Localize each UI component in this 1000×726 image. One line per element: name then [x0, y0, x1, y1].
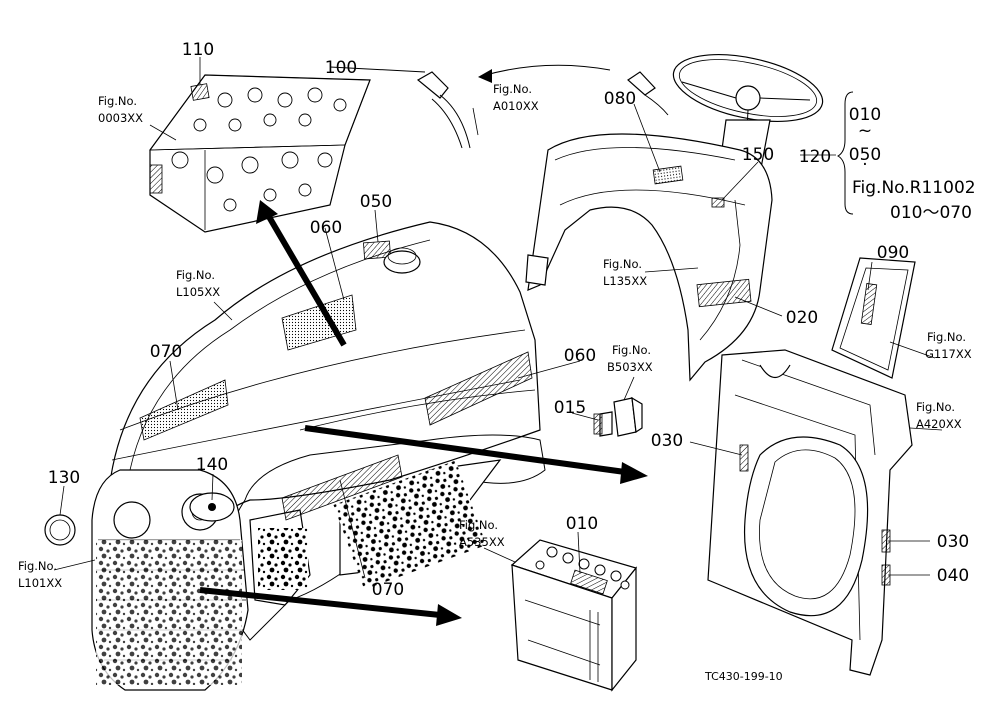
figref-0003-label: Fig.No.: [98, 94, 137, 108]
side-plate-part: [831, 257, 916, 379]
label-sticker-015: [593, 413, 603, 435]
figref-a010-label: Fig.No.: [493, 82, 532, 96]
reference-arrow-a535: [199, 587, 441, 618]
label-sticker-090: [860, 283, 878, 325]
figref-a420-label: Fig.No.: [916, 400, 955, 414]
callout-040: 040: [937, 566, 969, 586]
leader-lines: [53, 57, 943, 579]
callout-060-side: 060: [564, 346, 596, 366]
callout-090: 090: [877, 243, 909, 263]
callout-130: 130: [48, 468, 80, 488]
label-sticker-150: [711, 197, 725, 208]
radiator-frame-part: [707, 349, 913, 676]
figref-0003-code: 0003XX: [98, 111, 143, 125]
figref-l135-code: L135XX: [603, 274, 647, 288]
callout-150: 150: [742, 145, 774, 165]
figref-g117-label: Fig.No.: [927, 330, 966, 344]
reference-arrow-a010: [481, 64, 611, 77]
bracket-tilde: ~: [858, 121, 872, 141]
label-sticker-050: [363, 240, 391, 260]
callout-010: 010: [566, 514, 598, 534]
switch-part: [599, 396, 643, 437]
bracket-range-end: 050: [849, 145, 881, 165]
cylinder-head-part: [149, 74, 371, 233]
battery-part: [510, 539, 638, 692]
bracket-fig-ref: Fig.No.R11002: [852, 178, 976, 198]
callout-110: 110: [182, 40, 214, 60]
figref-a420-code: A420XX: [916, 417, 962, 431]
label-sticker-010: [570, 569, 608, 595]
dash-panel-cover-part: [525, 133, 773, 382]
label-sticker-070-top: [139, 379, 229, 441]
label-sticker-110: [190, 83, 210, 101]
label-sticker-060-side: [424, 351, 533, 426]
reference-arrow-a420: [304, 425, 626, 475]
figref-l105-label: Fig.No.: [176, 268, 215, 282]
figref-a010-code: A010XX: [493, 99, 539, 113]
callout-070-side: 070: [372, 580, 404, 600]
figref-l105-code: L105XX: [176, 285, 220, 299]
callout-140: 140: [196, 455, 228, 475]
figref-a535-code: A535XX: [459, 535, 505, 549]
bracket-range-start: 010: [849, 105, 881, 125]
callout-050: 050: [360, 192, 392, 212]
bracket-fig-range: 010～070: [890, 203, 972, 223]
callout-100: 100: [325, 58, 357, 78]
reference-arrow-0003: [265, 213, 347, 347]
callout-020: 020: [786, 308, 818, 328]
grille-mesh: [96, 540, 242, 685]
figref-a535-label: Fig.No.: [459, 518, 498, 532]
figref-l101-code: L101XX: [18, 576, 62, 590]
callout-120: 120: [799, 147, 831, 167]
callout-030-top: 030: [651, 431, 683, 451]
emblem-part: [44, 514, 76, 546]
label-sticker-060-top: [281, 294, 357, 351]
callout-060-top: 060: [310, 218, 342, 238]
figref-b503-code: B503XX: [607, 360, 653, 374]
callout-070-top: 070: [150, 342, 182, 362]
radiator-cap-part: [383, 247, 421, 274]
bracket-120: [836, 91, 854, 215]
bracket-dot: ·: [862, 155, 867, 175]
callout-030-side: 030: [937, 532, 969, 552]
label-sticker-020: [696, 278, 752, 308]
throttle-lever-part: [329, 66, 471, 149]
drawing-number: TC430-199-10: [704, 670, 783, 683]
label-sticker-080: [652, 165, 684, 185]
label-sticker-030-top: [739, 444, 749, 472]
figref-b503-label: Fig.No.: [612, 343, 651, 357]
callout-015: 015: [554, 398, 586, 418]
figref-l101-label: Fig.No.: [18, 559, 57, 573]
figref-l135-label: Fig.No.: [603, 257, 642, 271]
callout-080: 080: [604, 89, 636, 109]
figref-g117-code: G117XX: [925, 347, 972, 361]
hood-texture-left: [258, 528, 308, 590]
hood-texture-right: [333, 460, 487, 590]
